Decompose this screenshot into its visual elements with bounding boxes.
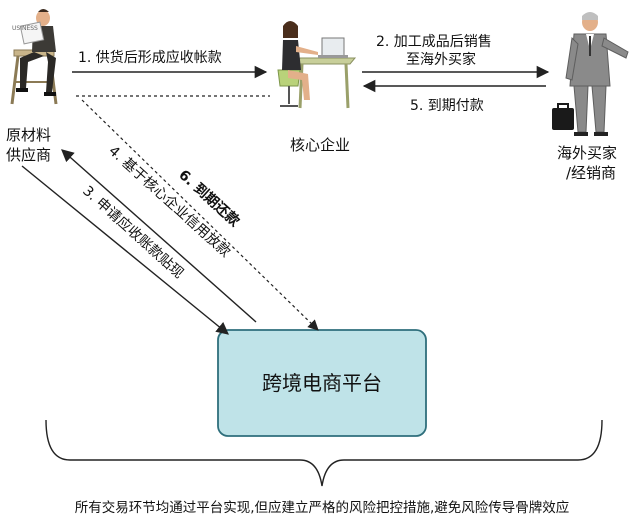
seated-man-reading-icon: USINESS <box>10 9 58 105</box>
supplier-label-line1: 原材料 <box>6 126 51 144</box>
edge-2-label-line2: 至海外买家 <box>406 51 476 68</box>
edge-6-arrow <box>81 99 319 331</box>
edge-3-arrow <box>21 165 229 335</box>
footer-brace <box>45 419 603 487</box>
supplier-label-line2: 供应商 <box>6 146 51 164</box>
edge-4-arrow <box>61 149 257 323</box>
buyer-label-line2: /经销商 <box>566 164 616 182</box>
svg-text:USINESS: USINESS <box>12 25 38 32</box>
edge-2-label-line1: 2. 加工成品后销售 <box>376 34 492 50</box>
buyer-label-line1: 海外买家 <box>557 144 617 162</box>
businessman-with-briefcase-icon <box>552 12 629 136</box>
edge-1-label: 1. 供货后形成应收帐款 <box>78 49 222 66</box>
woman-at-desk-computer-icon <box>277 21 357 109</box>
platform-box <box>217 329 427 437</box>
core-enterprise-label: 核心企业 <box>290 136 350 154</box>
edge-5-label: 5. 到期付款 <box>410 98 484 114</box>
platform-label: 跨境电商平台 <box>262 371 382 395</box>
footer-note: 所有交易环节均通过平台实现,但应建立严格的风险把控措施,避免风险传导骨牌效应 <box>75 499 570 516</box>
